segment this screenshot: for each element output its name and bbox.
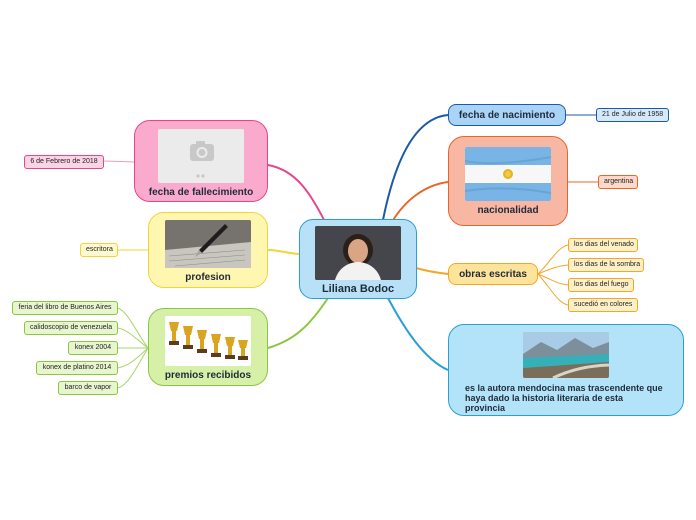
mountain-landscape-image — [523, 332, 609, 378]
leaf-nacimiento-date[interactable]: 21 de Julio de 1958 — [596, 108, 669, 122]
branch-autora[interactable]: es la autora mendocina mas trascendente … — [448, 324, 684, 416]
branch-nacimiento[interactable]: fecha de nacimiento — [448, 104, 566, 126]
leaf-premio-2[interactable]: calidoscopio de venezuela — [24, 321, 118, 335]
link-nacimiento — [382, 114, 449, 221]
pen-writing-image — [165, 220, 251, 268]
portrait-image — [315, 226, 401, 280]
argentina-flag-image — [465, 147, 551, 201]
leaf-obra-1[interactable]: los dias del venado — [568, 238, 638, 252]
link-profesion — [267, 249, 301, 255]
leaf-premio-1[interactable]: feria del libro de Buenos Aires — [12, 301, 118, 315]
branch-nacionalidad[interactable]: nacionalidad — [448, 136, 568, 226]
branch-obras[interactable]: obras escritas — [448, 263, 538, 285]
trophies-image — [165, 316, 251, 366]
leaf-obra-2[interactable]: los dias de la sombra — [568, 258, 644, 272]
link-autora — [387, 297, 449, 371]
leaf-obra-4[interactable]: sucedió en colores — [568, 298, 638, 312]
leaf-premio-5[interactable]: barco de vapor — [58, 381, 118, 395]
center-label: Liliana Bodoc — [321, 283, 395, 295]
author-photo — [315, 226, 401, 280]
leaf-nacionalidad[interactable]: argentina — [598, 175, 638, 189]
leaf-premio-3[interactable]: konex 2004 — [68, 341, 118, 355]
branch-label: profesion — [185, 272, 231, 283]
camera-placeholder-icon — [158, 129, 244, 183]
leaf-profesion[interactable]: escritora — [80, 243, 118, 257]
branch-label: obras escritas — [459, 268, 527, 280]
center-node[interactable]: Liliana Bodoc — [299, 219, 417, 299]
leaf-premio-4[interactable]: konex de platino 2014 — [36, 361, 118, 375]
branch-label: es la autora mendocina mas trascendente … — [465, 383, 663, 413]
branch-fallecimiento[interactable]: fecha de fallecimiento — [134, 120, 268, 202]
branch-premios[interactable]: premios recibidos — [148, 308, 268, 386]
branch-label: nacionalidad — [477, 205, 539, 216]
link-obras — [415, 267, 449, 275]
branch-label: premios recibidos — [164, 370, 252, 381]
link-nacionalidad — [391, 181, 449, 223]
link-premios — [267, 297, 329, 349]
leaf-fallecimiento-date[interactable]: 6 de Febrero de 2018 — [24, 155, 104, 169]
branch-profesion[interactable]: profesion — [148, 212, 268, 288]
branch-label: fecha de fallecimiento — [148, 187, 254, 198]
leaf-obra-3[interactable]: los dias del fuego — [568, 278, 634, 292]
branch-label: fecha de nacimiento — [458, 109, 556, 121]
